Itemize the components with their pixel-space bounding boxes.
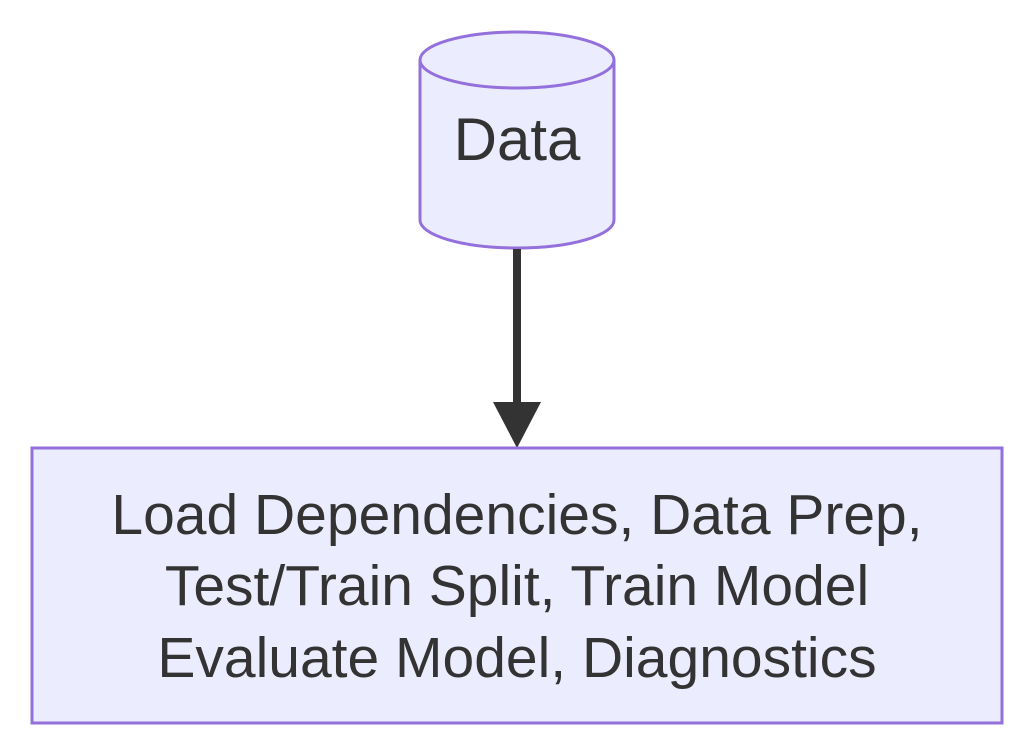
edge-data-to-process (493, 249, 541, 448)
process-label-line-1: Load Dependencies, Data Prep, (111, 483, 922, 547)
process-box (30, 446, 1004, 725)
data-cylinder-body (418, 60, 616, 250)
process-node: Load Dependencies, Data Prep, Test/Train… (30, 446, 1004, 725)
data-node: Data (418, 30, 616, 250)
process-label-line-3: Evaluate Model, Diagnostics (157, 626, 876, 690)
data-cylinder-top (418, 30, 616, 90)
arrowhead-icon (493, 402, 541, 448)
data-node-label: Data (454, 106, 581, 173)
process-label-line-2: Test/Train Split, Train Model (165, 554, 869, 618)
